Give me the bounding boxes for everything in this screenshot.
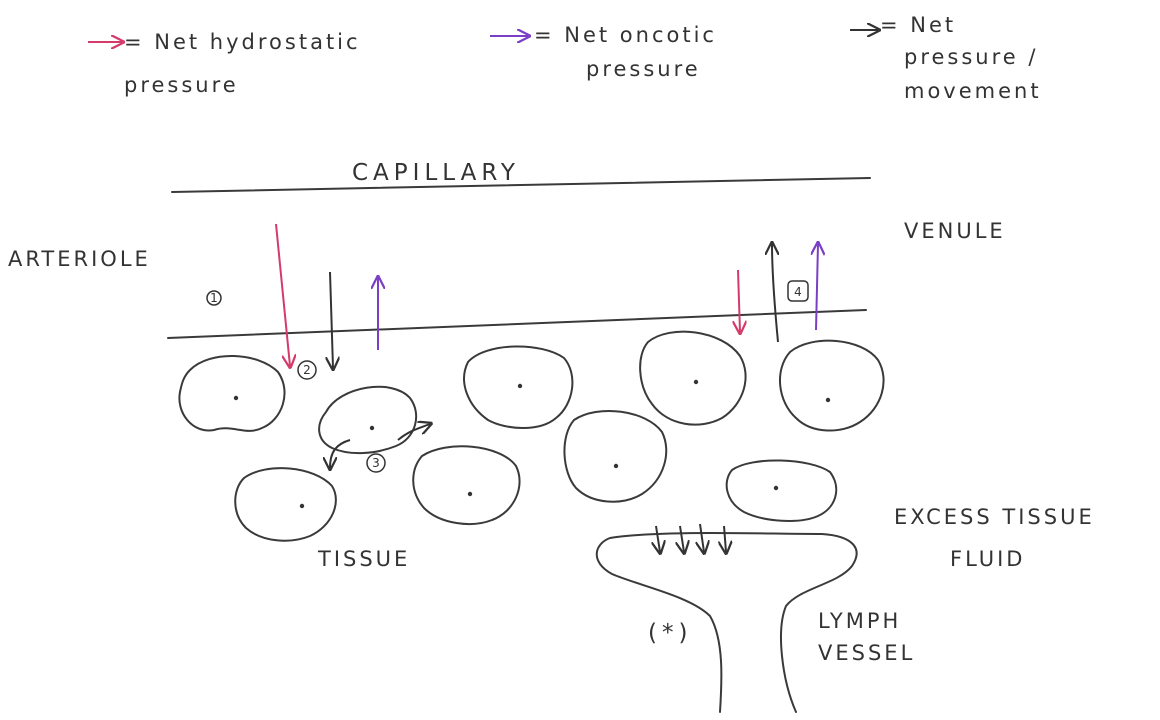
arteriole-label: ARTERIOLE xyxy=(8,247,151,271)
legend-net: = Net pressure / movement xyxy=(850,13,1042,103)
capillary-label: CAPILLARY xyxy=(352,160,520,186)
tissue-cell xyxy=(640,332,745,425)
legend-hydrostatic-line2: pressure xyxy=(124,73,239,97)
tissue-cell xyxy=(235,468,336,541)
tissue-cell xyxy=(727,460,837,520)
tissue-cell xyxy=(464,346,572,428)
excess-fluid-label-line2: FLUID xyxy=(950,547,1025,571)
venule-oncotic-arrow xyxy=(816,244,818,330)
legend-hydrostatic: = Net hydrostatic pressure xyxy=(88,30,361,97)
step-2-marker: 2 xyxy=(298,361,316,379)
legend-net-line3: movement xyxy=(904,79,1042,103)
tissue-cells xyxy=(179,332,883,541)
venule-hydrostatic-arrow xyxy=(738,270,740,332)
capillary-bottom-wall xyxy=(168,310,866,338)
tissue-cell xyxy=(413,446,519,524)
lymph-mark: (*) xyxy=(648,620,692,646)
tissue-label: TISSUE xyxy=(317,547,410,571)
tissue-cell xyxy=(780,341,884,431)
legend: = Net hydrostatic pressure = Net oncotic… xyxy=(88,13,1042,103)
arteriole-net-arrow xyxy=(330,272,333,368)
venule-label: VENULE xyxy=(904,219,1006,243)
svg-text:1: 1 xyxy=(210,291,218,305)
tissue-cell xyxy=(564,411,666,502)
legend-oncotic-line2: pressure xyxy=(586,57,701,81)
tissue-cell xyxy=(319,387,416,453)
svg-text:4: 4 xyxy=(794,285,802,299)
lymph-vessel-label-line2: VESSEL xyxy=(818,641,915,665)
capillary-top-wall xyxy=(172,178,870,192)
arteriole-hydrostatic-arrow xyxy=(276,224,290,366)
legend-oncotic-line1: = Net oncotic xyxy=(534,23,717,47)
step-4-marker: 4 xyxy=(788,281,808,301)
step-1-marker: 1 xyxy=(207,291,221,305)
venule-net-arrow xyxy=(772,244,778,342)
svg-text:2: 2 xyxy=(303,363,311,377)
tissue-cell xyxy=(179,356,284,431)
legend-hydrostatic-line1: = Net hydrostatic xyxy=(124,30,361,54)
legend-oncotic: = Net oncotic pressure xyxy=(490,23,717,81)
excess-fluid-arrows xyxy=(656,524,726,552)
excess-fluid-label-line1: EXCESS TISSUE xyxy=(894,505,1095,529)
step-3-marker: 3 xyxy=(367,454,385,472)
svg-text:3: 3 xyxy=(372,456,380,470)
legend-net-line2: pressure / xyxy=(904,45,1038,69)
tissue-flow-arrow-left xyxy=(330,440,350,468)
legend-net-line1: = Net xyxy=(880,13,956,37)
lymph-vessel-label-line1: LYMPH xyxy=(818,609,901,633)
